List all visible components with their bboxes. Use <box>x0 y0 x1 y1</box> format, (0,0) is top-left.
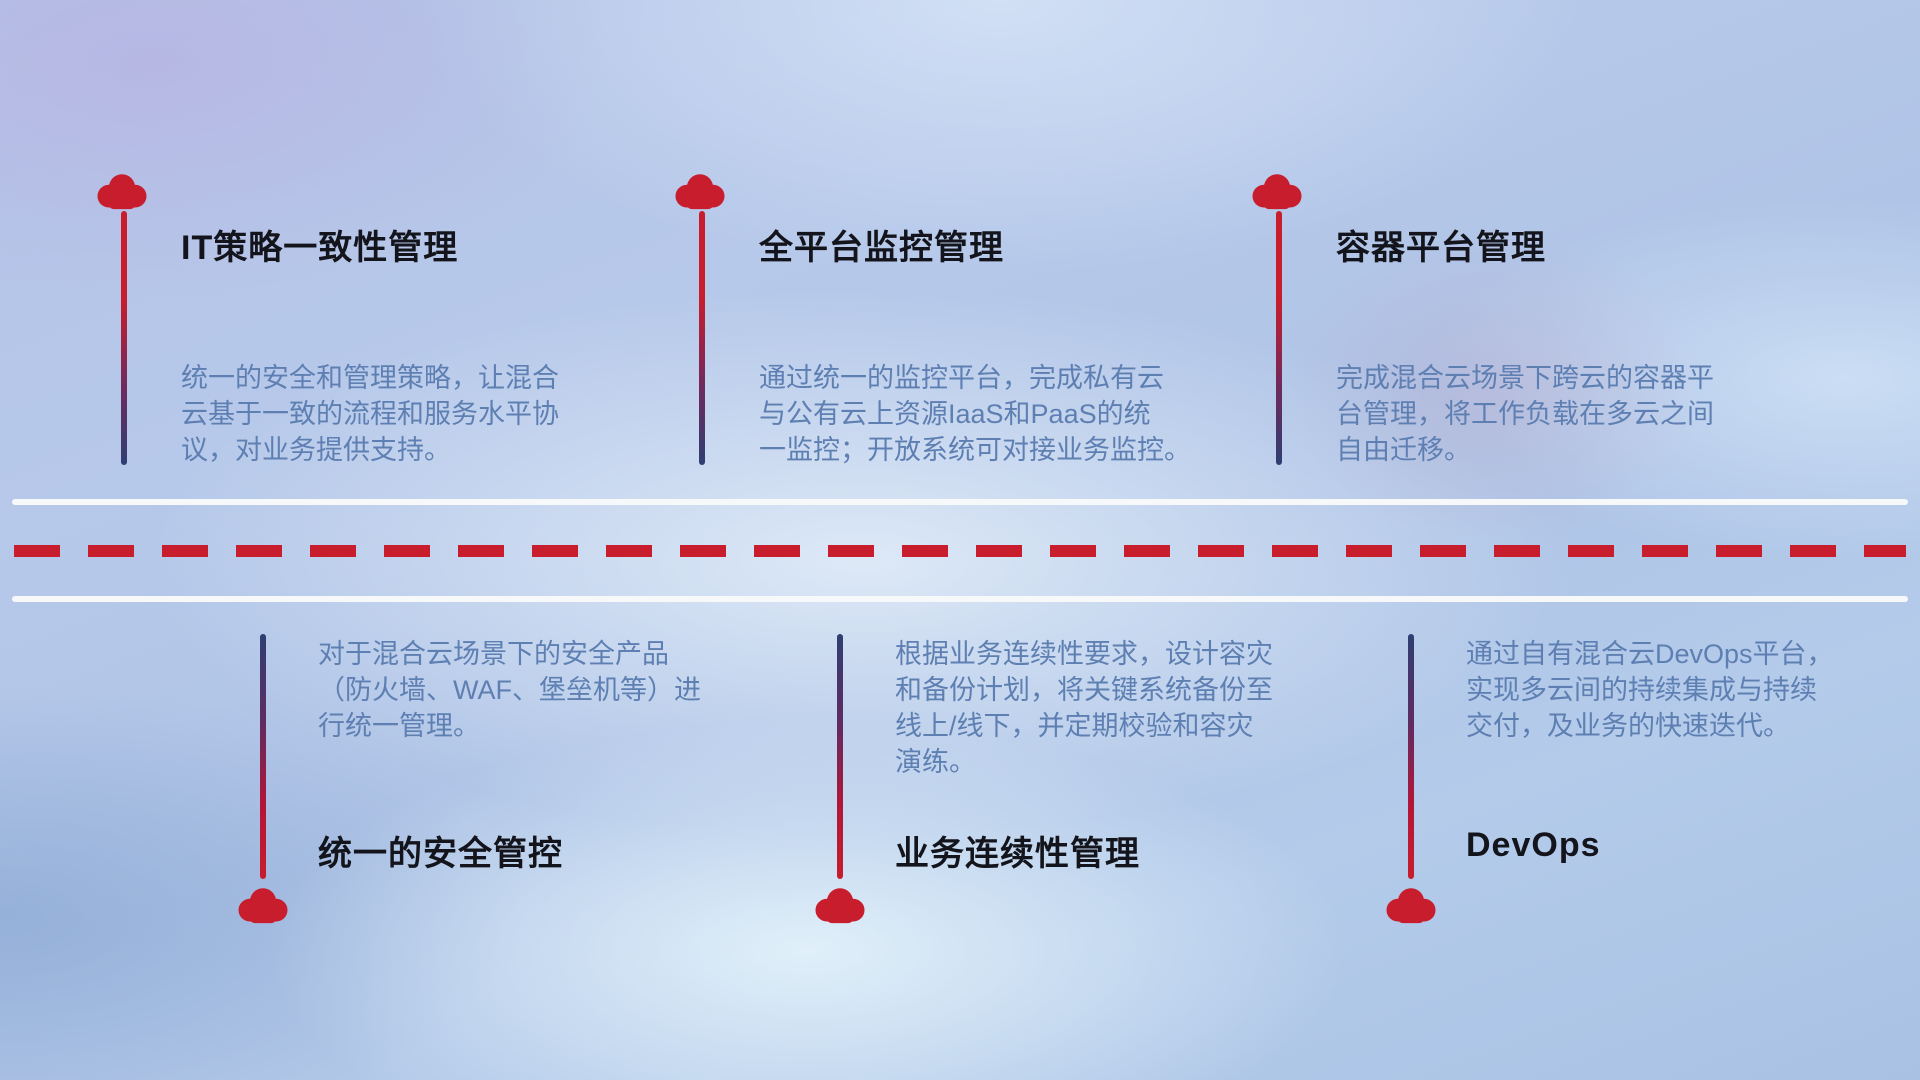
milestone-title: 全平台监控管理 <box>759 229 1004 267</box>
milestone-title: 业务连续性管理 <box>895 835 1140 873</box>
milestone-title: 容器平台管理 <box>1336 229 1546 267</box>
road-dashed-centerline <box>14 545 1906 557</box>
milestone-description: 通过自有混合云DevOps平台， 实现多云间的持续集成与持续 交付，及业务的快速… <box>1466 639 1834 741</box>
cloud-icon <box>672 170 728 210</box>
road-bottom-line <box>12 596 1908 602</box>
cloud-icon <box>812 884 868 924</box>
milestone-pole <box>1276 211 1282 465</box>
milestone-pole <box>260 634 266 879</box>
cloud-icon <box>1383 884 1439 924</box>
milestone-pole <box>837 634 843 879</box>
cloud-icon <box>235 884 291 924</box>
milestone-description: 通过统一的监控平台，完成私有云 与公有云上资源IaaS和PaaS的统 一监控；开… <box>759 363 1191 465</box>
milestone-description: 根据业务连续性要求，设计容灾 和备份计划，将关键系统备份至 线上/线下，并定期校… <box>895 639 1273 777</box>
milestone-description: 统一的安全和管理策略，让混合 云基于一致的流程和服务水平协 议，对业务提供支持。 <box>181 363 559 465</box>
milestone-pole <box>699 211 705 465</box>
cloud-icon <box>1249 170 1305 210</box>
cloud-icon <box>94 170 150 210</box>
milestone-title: DevOps <box>1466 826 1601 864</box>
milestone-pole <box>121 211 127 465</box>
milestone-pole <box>1408 634 1414 879</box>
road-top-line <box>12 499 1908 505</box>
milestone-title: IT策略一致性管理 <box>181 229 459 267</box>
milestone-description: 对于混合云场景下的安全产品 （防火墙、WAF、堡垒机等）进 行统一管理。 <box>318 639 701 741</box>
milestone-description: 完成混合云场景下跨云的容器平 台管理，将工作负载在多云之间 自由迁移。 <box>1336 363 1714 465</box>
milestone-title: 统一的安全管控 <box>318 835 563 873</box>
